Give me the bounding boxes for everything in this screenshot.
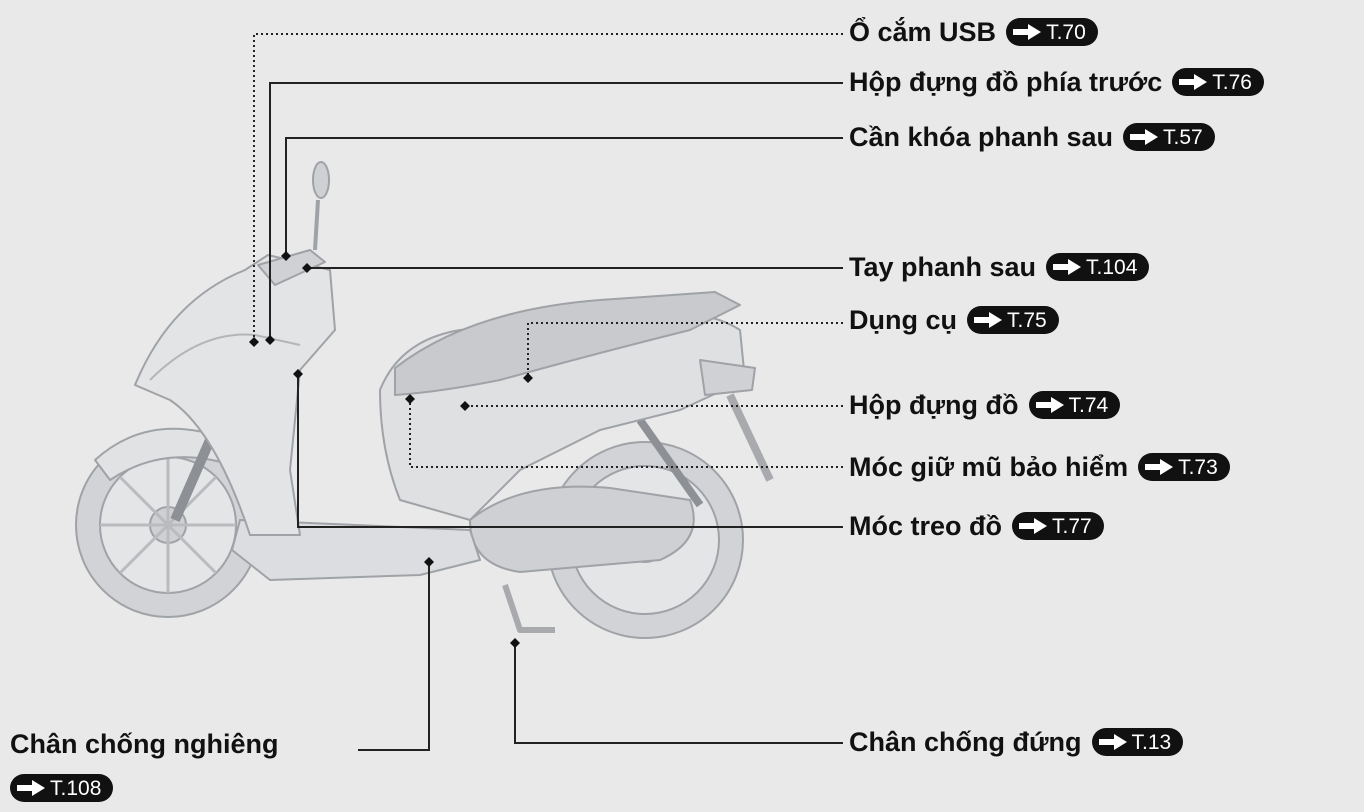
page-ref-badge[interactable]: T.74 xyxy=(1028,391,1121,419)
page-ref-text: T.76 xyxy=(1212,70,1252,94)
leader-lines xyxy=(249,33,843,751)
page-ref-text: T.77 xyxy=(1052,514,1092,538)
right-arrow-icon xyxy=(17,780,45,796)
callout-label: Cần khóa phanh sau xyxy=(849,121,1114,152)
engine-swingarm xyxy=(469,485,695,573)
callout-side-stand-ref: T.108 xyxy=(10,774,114,802)
callout-hanger-hook: Móc treo đồ T.77 xyxy=(849,512,1104,540)
callout-label: Tay phanh sau xyxy=(849,251,1037,282)
page-ref-text: T.13 xyxy=(1131,730,1172,754)
callout-center-stand: Chân chống đứng T.13 xyxy=(849,726,1184,757)
right-arrow-icon xyxy=(1035,397,1064,413)
page-ref-text: T.70 xyxy=(1046,20,1086,44)
callout-storage-box: Hộp đựng đồ T.74 xyxy=(849,389,1121,420)
callout-label: Hộp đựng đồ xyxy=(849,389,1019,420)
callout-rear-brake-lock: Cần khóa phanh sau T.57 xyxy=(849,123,1215,151)
front-body xyxy=(134,254,336,536)
callout-label: Dụng cụ xyxy=(849,304,957,335)
leader-line-usb xyxy=(253,33,843,342)
diamond-marker-icon xyxy=(510,638,520,648)
callout-front-box: Hộp đựng đồ phía trước T.76 xyxy=(849,68,1264,96)
callout-label: Hộp đựng đồ phía trước xyxy=(849,66,1163,97)
diamond-marker-icon xyxy=(281,251,291,261)
page-ref-text: T.108 xyxy=(50,776,102,800)
tail-light xyxy=(699,359,756,396)
page-ref-text: T.73 xyxy=(1178,455,1218,479)
front-fork xyxy=(170,437,215,523)
page-ref-badge[interactable]: T.76 xyxy=(1172,68,1264,96)
diamond-marker-icon xyxy=(460,401,470,411)
scooter-illustration xyxy=(75,161,774,639)
leader-line-side-stand xyxy=(358,562,430,751)
callout-side-stand: Chân chống nghiêng xyxy=(10,731,288,758)
right-arrow-icon xyxy=(1130,129,1159,145)
page-ref-badge[interactable]: T.13 xyxy=(1091,728,1184,756)
right-arrow-icon xyxy=(974,312,1002,328)
right-arrow-icon xyxy=(1053,259,1082,275)
mirror xyxy=(312,161,330,199)
leader-line-rear-brake-lock xyxy=(285,137,843,256)
page-ref-badge[interactable]: T.77 xyxy=(1012,512,1104,540)
page-ref-badge[interactable]: T.75 xyxy=(967,306,1059,334)
page-ref-badge[interactable]: T.73 xyxy=(1138,453,1230,481)
page-ref-text: T.75 xyxy=(1007,308,1047,332)
leader-line-hanger-hook xyxy=(297,374,843,528)
diamond-marker-icon xyxy=(265,335,275,345)
callout-rear-brake-lever: Tay phanh sau T.104 xyxy=(849,251,1150,282)
diamond-marker-icon xyxy=(293,369,303,379)
callout-label: Móc giữ mũ bảo hiểm xyxy=(849,451,1129,482)
page-ref-badge[interactable]: T.70 xyxy=(1006,18,1098,46)
right-arrow-icon xyxy=(1098,734,1127,750)
diamond-marker-icon xyxy=(424,557,434,567)
right-arrow-icon xyxy=(1145,459,1174,475)
mirror-stem xyxy=(313,199,320,251)
callout-label: Móc treo đồ xyxy=(849,510,1002,541)
callout-tools: Dụng cụ T.75 xyxy=(849,306,1059,334)
diamond-marker-icon xyxy=(249,337,259,347)
diamond-marker-icon xyxy=(302,263,312,273)
page-ref-badge[interactable]: T.108 xyxy=(10,774,114,802)
page-ref-badge[interactable]: T.57 xyxy=(1123,123,1215,151)
leader-line-front-box xyxy=(269,82,843,340)
callout-helmet-hook: Móc giữ mũ bảo hiểm T.73 xyxy=(849,453,1230,481)
diamond-marker-icon xyxy=(405,394,415,404)
diamond-marker-icon xyxy=(523,373,533,383)
leader-line-center-stand xyxy=(514,643,843,744)
page-ref-badge[interactable]: T.104 xyxy=(1046,253,1150,281)
right-arrow-icon xyxy=(1019,518,1047,534)
right-arrow-icon xyxy=(1013,24,1042,40)
license-plate-holder xyxy=(726,393,774,482)
callout-label: Chân chống nghiêng xyxy=(10,729,279,759)
center-stand-shape xyxy=(502,584,555,633)
callout-label: Ổ cắm USB xyxy=(849,16,997,47)
leader-line-tools xyxy=(527,322,843,378)
page-ref-text: T.57 xyxy=(1163,125,1203,149)
callout-label: Chân chống đứng xyxy=(849,726,1082,757)
page-ref-text: T.104 xyxy=(1086,255,1138,279)
page-ref-text: T.74 xyxy=(1068,393,1109,417)
callout-usb: Ổ cắm USB T.70 xyxy=(849,18,1098,46)
right-arrow-icon xyxy=(1179,74,1208,90)
rear-shock xyxy=(636,417,704,508)
seat xyxy=(394,291,741,396)
